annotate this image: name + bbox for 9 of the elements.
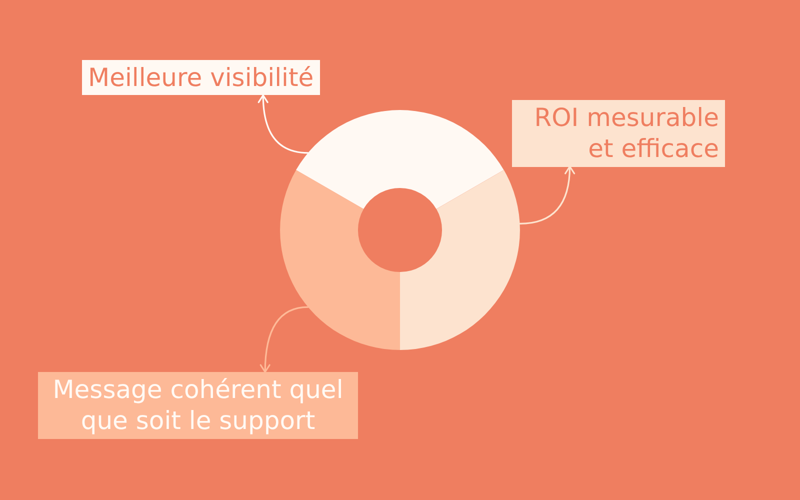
donut-segment [296,110,504,209]
callout-label: ROI mesurable et efficace [512,100,725,166]
donut-segment [280,170,400,350]
curved-arrow [519,166,575,224]
donut-segment [400,170,520,350]
callout-label: Meilleure visibilité [82,60,320,96]
curved-arrow [258,94,309,154]
callout-label: Message cohérent quel que soit le support [38,372,358,438]
curved-arrow [260,306,309,373]
